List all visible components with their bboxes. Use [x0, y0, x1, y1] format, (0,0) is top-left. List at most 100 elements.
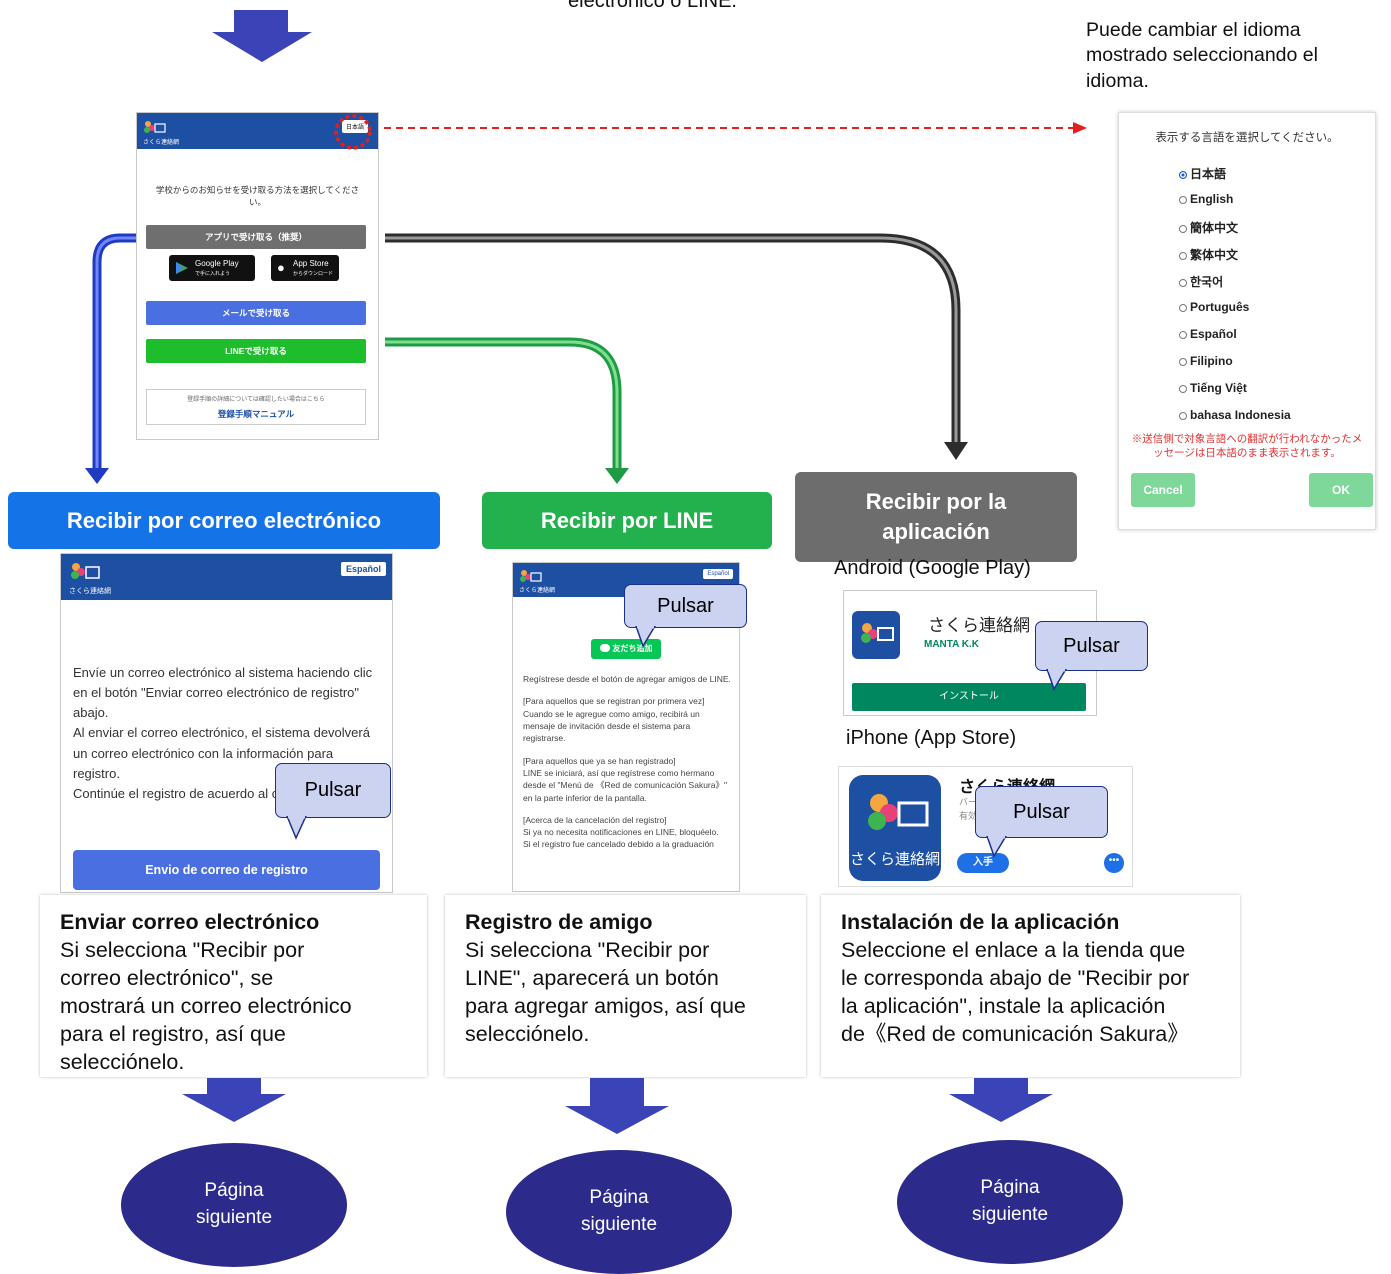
line-card: Registro de amigo Si selecciona "Recibir…	[445, 895, 806, 1077]
lang-option[interactable]: 日本語	[1179, 165, 1226, 182]
app-store-sub: からダウンロード	[293, 271, 334, 277]
lang-option-label: 한국어	[1190, 275, 1224, 289]
next-page-email[interactable]: Página siguiente	[121, 1143, 347, 1267]
google-play-badge[interactable]: Google Play で手に入れよう	[169, 255, 255, 281]
line-paragraph: [Para aquellos que se registran por prim…	[523, 696, 705, 744]
bubble-tail-icon	[986, 836, 1007, 858]
lang-option[interactable]: Español	[1179, 327, 1237, 341]
pulsar-bubble-android: Pulsar	[1035, 621, 1148, 691]
lang-option-label: 日本語	[1190, 167, 1227, 181]
radio-icon	[1179, 385, 1187, 393]
radio-icon	[1179, 196, 1187, 204]
get-button[interactable]: 入手	[957, 853, 1009, 873]
logo-caption: さくら連絡網	[143, 140, 180, 146]
lang-option[interactable]: Português	[1179, 300, 1249, 314]
app-receive-button[interactable]: アプリで受け取る（推奨）	[146, 225, 366, 249]
language-button[interactable]: Español	[340, 562, 386, 576]
bubble-label: Pulsar	[657, 594, 714, 617]
lang-option[interactable]: Filipino	[1179, 354, 1233, 368]
card-text: Si selecciona "Recibir por correo electr…	[60, 937, 352, 1074]
radio-icon	[1179, 252, 1187, 260]
install-button[interactable]: インストール	[852, 683, 1086, 711]
lang-option[interactable]: bahasa Indonesia	[1179, 408, 1291, 422]
line-chat-icon	[599, 644, 610, 652]
google-play-sub: で手に入れよう	[195, 271, 231, 277]
line-tag: Recibir por LINE	[482, 492, 772, 549]
line-receive-button[interactable]: LINEで受け取る	[146, 339, 366, 363]
manual-box: 登録手順の詳細については確認したい場合はこちら 登録手順マニュアル	[146, 389, 366, 425]
manual-link[interactable]: 登録手順マニュアル	[217, 409, 295, 419]
email-screen: さくら連絡網 Español Envíe un correo electróni…	[60, 553, 393, 893]
logo-caption: さくら連絡網	[69, 588, 111, 595]
lang-option[interactable]: 簡体中文	[1179, 219, 1238, 236]
bubble-label: Pulsar	[304, 779, 362, 801]
send-registration-button[interactable]: Envio de correo de registro	[73, 850, 380, 890]
app-tag: Recibir por la aplicación	[795, 472, 1077, 562]
google-play-top: Google Play	[195, 259, 239, 268]
iphone-sub2: 有効	[959, 811, 978, 821]
radio-icon	[1179, 358, 1187, 366]
top-caption: electrónico o LINE.	[568, 0, 737, 12]
lang-option-label: Español	[1190, 327, 1237, 341]
method-selection-screen: さくら連絡網 日本語 学校からのお知らせを受け取る方法を選択してください。 アプ…	[136, 112, 379, 440]
language-button[interactable]: 日本語	[341, 120, 368, 133]
mail-receive-button[interactable]: メールで受け取る	[146, 301, 366, 325]
sakura-app-icon: さくら連絡網	[849, 775, 941, 881]
sakura-logo-icon	[71, 563, 100, 579]
add-friend-label: 友だち追加	[612, 644, 653, 653]
line-paragraph: [Acerca de la cancelación del registro] …	[523, 814, 719, 850]
lang-option-label: English	[1190, 192, 1234, 206]
next-page-label: Página siguiente	[195, 1180, 273, 1228]
email-instructions: Envíe un correo electrónico al sistema h…	[73, 665, 375, 801]
google-play-icon	[176, 262, 188, 274]
android-app-name: さくら連絡網	[928, 616, 1030, 635]
prompt-text: 学校からのお知らせを受け取る方法を選択してください。	[155, 185, 360, 207]
dialog-title: 表示する言語を選択してください。	[1155, 132, 1339, 144]
sakura-logo-icon	[868, 794, 929, 830]
cancel-button[interactable]: Cancel	[1131, 473, 1195, 507]
app-header: さくら連絡網 Español	[61, 554, 392, 600]
highlight-circle	[334, 114, 372, 150]
app-header: さくら連絡網 日本語	[137, 113, 378, 149]
language-dialog: 表示する言語を選択してください。 日本語 English 簡体中文 繁体中文 한…	[1118, 112, 1376, 530]
bubble-tail-icon	[1046, 669, 1067, 691]
down-arrow-line	[565, 1078, 669, 1134]
android-label: Android (Google Play)	[834, 557, 1031, 579]
down-arrow-app	[949, 1078, 1053, 1122]
flow-connectors	[85, 122, 1087, 484]
card-title: Registro de amigo	[465, 910, 653, 934]
language-button[interactable]: Español	[703, 569, 733, 579]
line-paragraph: Regístrese desde el botón de agregar ami…	[523, 674, 731, 684]
bubble-tail-icon	[635, 626, 656, 648]
card-text: Seleccione el enlace a la tienda que le …	[841, 937, 1190, 1046]
next-page-app[interactable]: Página siguiente	[897, 1140, 1123, 1264]
lang-option[interactable]: Tiếng Việt	[1179, 381, 1247, 395]
lang-option[interactable]: 繁体中文	[1179, 246, 1238, 263]
radio-icon	[1179, 279, 1187, 287]
email-card: Enviar correo electrónico Si selecciona …	[40, 895, 427, 1077]
bubble-label: Pulsar	[1013, 800, 1070, 823]
bubble-tail-icon	[286, 816, 307, 840]
sakura-app-icon	[852, 611, 900, 659]
logo-caption: さくら連絡網	[519, 588, 556, 594]
lang-option-label: bahasa Indonesia	[1190, 408, 1291, 422]
next-page-label: Página siguiente	[971, 1177, 1049, 1225]
sakura-logo-icon	[861, 623, 894, 643]
card-text: Si selecciona "Recibir por LINE", aparec…	[465, 937, 746, 1046]
lang-option[interactable]: 한국어	[1179, 273, 1223, 290]
radio-icon	[1179, 304, 1187, 312]
radio-icon	[1179, 331, 1187, 339]
pulsar-bubble-line: Pulsar	[624, 584, 747, 648]
next-page-line[interactable]: Página siguiente	[506, 1150, 732, 1274]
app-store-badge[interactable]: ● App Store からダウンロード	[271, 255, 339, 281]
top-flow-arrow	[212, 10, 312, 62]
more-options-icon[interactable]: •••	[1104, 853, 1124, 873]
email-tag: Recibir por correo electrónico	[8, 492, 440, 549]
pulsar-bubble-email: Pulsar	[275, 763, 391, 840]
lang-option-label: Português	[1190, 300, 1250, 314]
app-store-top: App Store	[293, 259, 329, 268]
sakura-logo-icon	[520, 570, 542, 582]
ok-button[interactable]: OK	[1309, 473, 1373, 507]
radio-selected-icon	[1179, 171, 1187, 179]
lang-option[interactable]: English	[1179, 192, 1233, 206]
